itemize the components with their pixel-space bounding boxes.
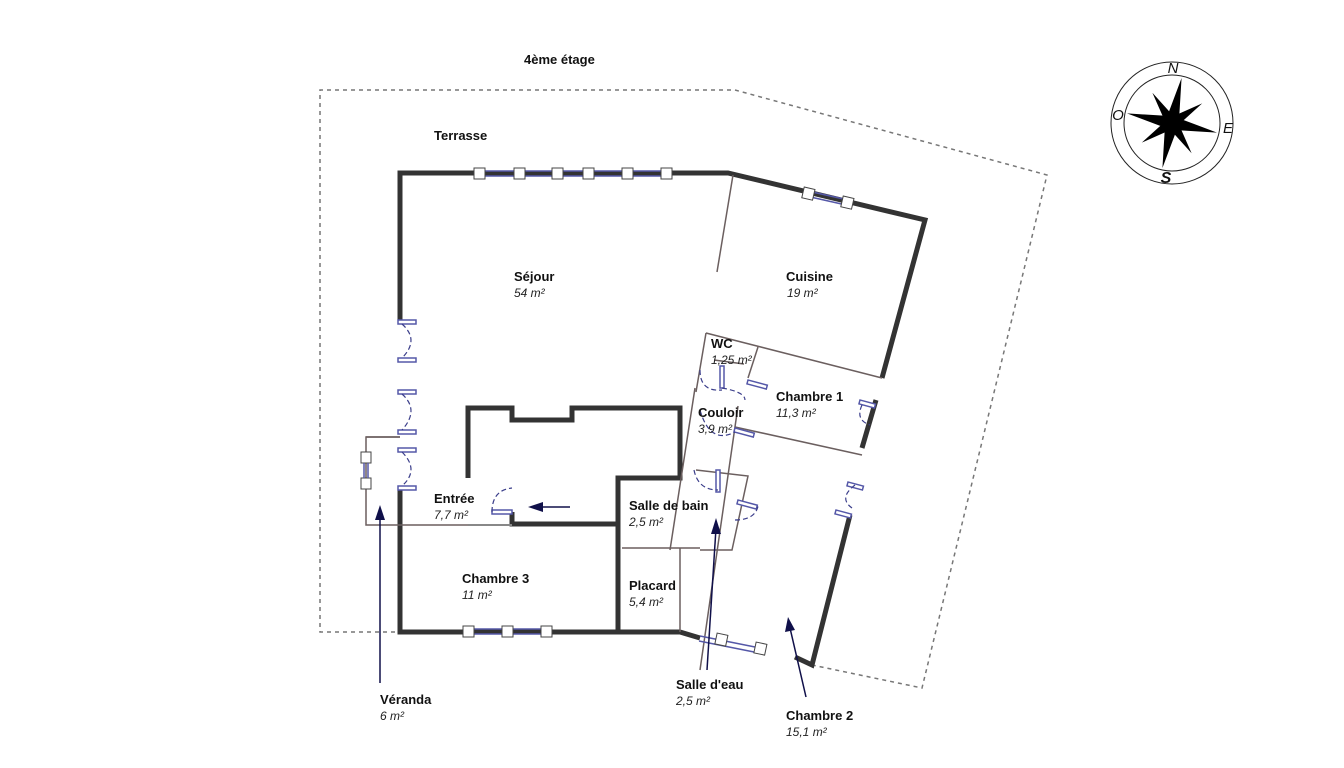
room-area-wc: 1,25 m² (711, 353, 753, 367)
floor-title: 4ème étage (524, 52, 595, 67)
room-area-cuisine: 19 m² (787, 286, 819, 300)
room-area-chambre2: 15,1 m² (786, 725, 828, 739)
room-area-salle-deau: 2,5 m² (675, 694, 711, 708)
terrace-boundary (319, 89, 1048, 689)
doors (397, 319, 877, 521)
partition (716, 174, 734, 273)
room-label-salle-de-bain: Salle de bain (629, 498, 709, 513)
room-area-sejour: 54 m² (514, 286, 546, 300)
partition (669, 387, 696, 551)
compass-south: S (1161, 170, 1172, 187)
room-area-veranda: 6 m² (380, 709, 405, 723)
outer-wall-left-bottom (397, 490, 680, 635)
room-label-terrasse: Terrasse (434, 128, 487, 143)
partition (699, 405, 739, 671)
outer-wall-bottom-right (679, 629, 701, 641)
partition (695, 469, 749, 551)
partition (705, 332, 883, 379)
room-label-veranda: Véranda (380, 692, 432, 707)
room-label-wc: WC (711, 336, 733, 351)
compass-east: E (1223, 120, 1234, 137)
room-area-couloir: 3,9 m² (698, 422, 733, 436)
room-label-chambre3: Chambre 3 (462, 571, 529, 586)
windows (360, 167, 855, 656)
room-label-salle-deau: Salle d'eau (676, 677, 743, 692)
room-label-entree: Entrée (434, 491, 474, 506)
room-label-placard: Placard (629, 578, 676, 593)
partition (695, 332, 707, 393)
partition (713, 359, 745, 365)
compass-rose-icon: N S E O (1110, 60, 1234, 187)
room-area-chambre1: 11,3 m² (776, 406, 817, 420)
compass-north: N (1168, 60, 1179, 77)
room-area-entree: 7,7 m² (434, 508, 469, 522)
room-label-cuisine: Cuisine (786, 269, 833, 284)
room-label-couloir: Couloir (698, 405, 744, 420)
leader-arrows (375, 502, 807, 698)
room-label-chambre2: Chambre 2 (786, 708, 853, 723)
outer-wall (397, 170, 929, 379)
partition (747, 346, 759, 379)
partition (734, 426, 863, 456)
compass-west: O (1112, 107, 1124, 124)
outer-wall-right-lower (793, 514, 853, 669)
room-area-salle-de-bain: 2,5 m² (628, 515, 664, 529)
room-area-chambre3: 11 m² (462, 588, 493, 602)
inner-wall (465, 405, 683, 527)
room-label-sejour: Séjour (514, 269, 554, 284)
room-label-chambre1: Chambre 1 (776, 389, 843, 404)
room-area-placard: 5,4 m² (629, 595, 664, 609)
